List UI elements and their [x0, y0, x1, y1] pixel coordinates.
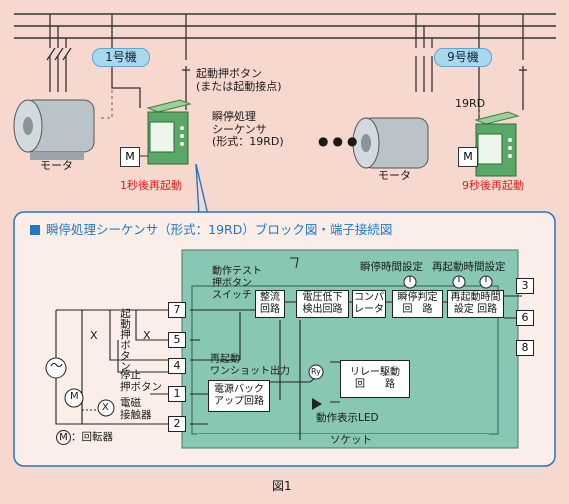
x-mark-1: X [90, 329, 98, 342]
terminal-5: 5 [168, 332, 186, 348]
block-comparator: コンパ レータ [352, 290, 386, 318]
restart-time-label: 再起動時間設定 [432, 261, 506, 273]
outage-time-label: 瞬停時間設定 [360, 261, 423, 273]
terminal-4: 4 [168, 358, 186, 374]
test-switch-label: 動作テスト 押ボタン スイッチ [212, 266, 262, 301]
terminal-2: 2 [168, 416, 186, 432]
contactor-label: 電磁 接触器 [120, 397, 152, 422]
oneshot-label: 再起動 ワンショット出力 [210, 354, 290, 377]
rotator-1-icon: M [120, 147, 140, 167]
motor-1-label: モータ [40, 159, 73, 172]
terminal-7: 7 [168, 302, 186, 318]
block-rectifier: 整流 回路 [255, 290, 285, 318]
x-mark-2: X [143, 329, 151, 342]
terminal-8: 8 [516, 340, 534, 356]
ellipsis-dots: ●●● [318, 134, 362, 148]
rotator-legend-glyph: M [56, 430, 71, 445]
led-label: 動作表示LED [316, 412, 379, 424]
model-tag: 19RD [455, 97, 486, 110]
sequencer-label: 瞬停処理 シーケンサ (形式：19RD) [212, 110, 284, 149]
stop-button-label: 停止 押ボタン [120, 369, 162, 394]
unit-1-restart: 1秒後再起動 [120, 179, 182, 192]
rotator-9-icon: M [458, 147, 478, 167]
unit-1-badge: 1号機 [92, 48, 150, 67]
motor-9-label: モータ [378, 169, 411, 182]
sequencer-device-1 [146, 99, 192, 165]
terminal-3: 3 [516, 278, 534, 294]
terminal-6: 6 [516, 310, 534, 326]
block-diagram-title: 瞬停処理シーケンサ（形式：19RD）ブロック図・端子接続図 [46, 222, 393, 237]
motor-glyph: M [70, 391, 79, 402]
rotator-legend: ：回転器 [71, 431, 113, 443]
start-button-vertical-label: 起動押ボタン [119, 308, 132, 371]
block-power-backup: 電源バック アップ回路 [208, 380, 270, 412]
start-button-label: 起動押ボタン (または起動接点) [196, 67, 282, 93]
ry-label: Ry [311, 367, 321, 376]
terminal-1: 1 [168, 386, 186, 402]
figure-caption: 図1 [272, 479, 292, 493]
block-restart-timer: 再起動時間 設定 回路 [447, 290, 504, 318]
block-relay-driver: リレー駆動 回 路 [340, 360, 410, 398]
socket-label: ソケット [330, 434, 372, 446]
unit-9-restart: 9秒後再起動 [462, 179, 524, 192]
unit-9-badge: 9号機 [434, 48, 492, 67]
contactor-x-glyph: X [102, 402, 109, 413]
sequencer-device-9 [474, 111, 520, 177]
motor-1-icon [13, 99, 95, 160]
ac-source-glyph: ～ [50, 359, 64, 374]
block-voltage-drop: 電圧低下 検出回路 [296, 290, 349, 318]
block-outage-judge: 瞬停判定 回 路 [392, 290, 443, 318]
motor-9-icon [352, 117, 429, 169]
